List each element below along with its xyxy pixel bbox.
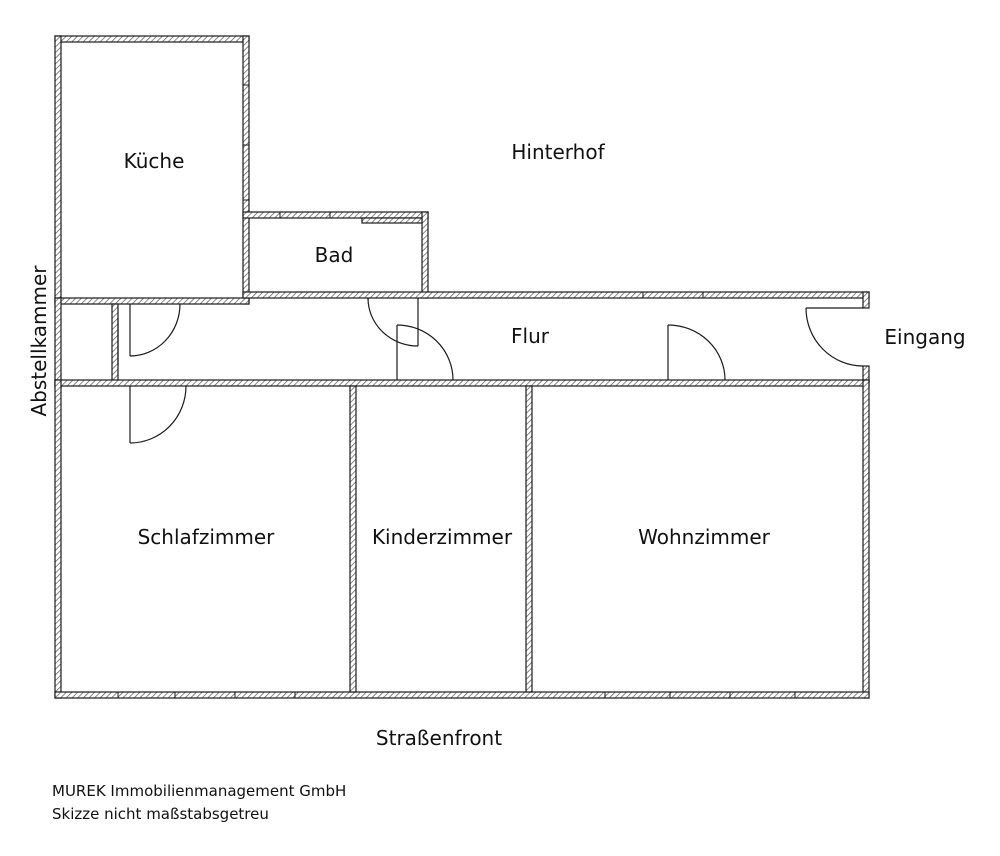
label-abstellkammer: Abstellkammer [27,265,51,417]
label-wohnzimmer: Wohnzimmer [638,525,771,549]
wall-kueche-bottom [54,297,250,305]
label-hinterhof: Hinterhof [511,140,605,164]
label-flur: Flur [511,324,550,348]
window-marks [117,84,796,698]
wall-bad-right [421,211,429,299]
wall-abstell-divider [111,303,119,383]
wall-bad-inner-ledge [361,217,423,224]
label-kinderzimmer: Kinderzimmer [372,525,513,549]
wall-flur-top [242,291,870,299]
wall-partition-2 [525,385,533,693]
label-bad: Bad [315,243,354,267]
wall-lower-left [54,379,62,699]
wall-middle [54,379,870,387]
label-kueche: Küche [124,149,185,173]
wall-kueche-top [54,35,250,43]
walls [54,35,870,699]
wall-flur-left [54,297,62,389]
door-kueche [129,303,181,357]
door-flur-center [396,324,454,381]
wall-partition-1 [349,385,357,693]
door-wohnzimmer [667,324,726,381]
label-schlafzimmer: Schlafzimmer [138,525,276,549]
wall-kueche-left [54,35,62,305]
wall-kueche-right [242,35,250,305]
label-eingang: Eingang [884,325,965,349]
door-schlafzimmer [129,385,187,444]
label-strassenfront: Straßenfront [376,726,502,750]
footer-company: MUREK Immobilienmanagement GmbH [52,782,347,800]
wall-bottom [54,691,870,699]
wall-lower-right [862,379,870,699]
doors [117,297,864,444]
wall-bad-top [242,211,429,219]
wall-flur-right-upper [862,291,870,309]
door-bad [367,297,419,347]
door-eingang [805,307,864,367]
footer-note: Skizze nicht maßstabsgetreu [52,805,269,823]
